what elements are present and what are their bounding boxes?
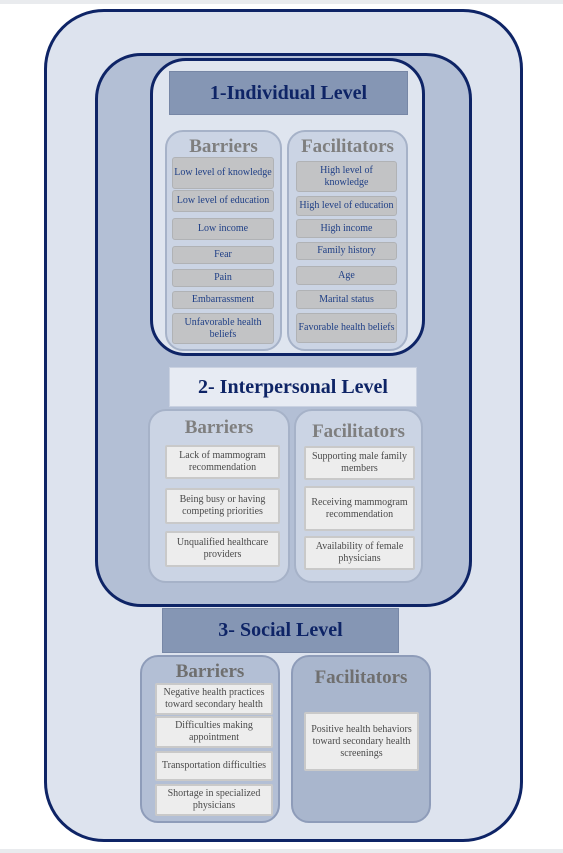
individual-facilitator-item: Age: [296, 266, 397, 285]
bottom-divider: [0, 849, 563, 853]
interpersonal-barriers-panel: Barriers Lack of mammogram recommendatio…: [148, 409, 290, 583]
top-divider: [0, 0, 563, 4]
individual-facilitators-heading: Facilitators: [301, 136, 394, 157]
individual-barrier-item: Low level of knowledge: [172, 157, 274, 189]
individual-facilitator-item: Family history: [296, 242, 397, 260]
social-barrier-item: Transportation difficulties: [155, 751, 273, 781]
interpersonal-facilitator-item: Supporting male family members: [304, 446, 415, 480]
social-barriers-panel: Barriers Negative health practices towar…: [140, 655, 280, 823]
interpersonal-barrier-item: Lack of mammogram recommendation: [165, 445, 280, 479]
individual-facilitator-item: High income: [296, 219, 397, 238]
interpersonal-level-title: 2- Interpersonal Level: [169, 367, 417, 407]
individual-facilitator-item: Marital status: [296, 290, 397, 309]
individual-level-title: 1-Individual Level: [169, 71, 408, 115]
individual-barriers-heading: Barriers: [189, 136, 258, 157]
individual-barrier-item: Low level of education: [172, 190, 274, 212]
interpersonal-barrier-item: Unqualified healthcare providers: [165, 531, 280, 567]
interpersonal-facilitator-item: Availability of female physicians: [304, 536, 415, 570]
interpersonal-barriers-heading: Barriers: [184, 417, 254, 438]
social-barriers-heading: Barriers: [175, 661, 245, 682]
individual-facilitator-item: Favorable health beliefs: [296, 313, 397, 343]
individual-barriers-panel: Barriers Low level of knowledge Low leve…: [165, 130, 282, 351]
individual-barrier-item: Low income: [172, 218, 274, 240]
social-barrier-item: Difficulties making appointment: [155, 716, 273, 748]
individual-barrier-item: Pain: [172, 269, 274, 287]
social-barrier-item: Negative health practices toward seconda…: [155, 683, 273, 715]
social-facilitators-heading: Facilitators: [314, 667, 408, 688]
individual-facilitators-panel: Facilitators High level of knowledge Hig…: [287, 130, 408, 351]
interpersonal-facilitator-item: Receiving mammogram recommendation: [304, 486, 415, 531]
social-level-title: 3- Social Level: [162, 608, 399, 653]
social-facilitators-panel: Facilitators Positive health behaviors t…: [291, 655, 431, 823]
individual-barrier-item: Fear: [172, 246, 274, 264]
individual-barrier-item: Unfavorable health beliefs: [172, 313, 274, 344]
interpersonal-facilitators-panel: Facilitators Supporting male family memb…: [294, 409, 423, 583]
social-facilitator-item: Positive health behaviors toward seconda…: [304, 712, 419, 771]
social-barrier-item: Shortage in specialized physicians: [155, 784, 273, 816]
individual-barrier-item: Embarrassment: [172, 291, 274, 309]
interpersonal-barrier-item: Being busy or having competing prioritie…: [165, 488, 280, 524]
interpersonal-facilitators-heading: Facilitators: [312, 421, 405, 442]
individual-facilitator-item: High level of knowledge: [296, 161, 397, 192]
individual-facilitator-item: High level of education: [296, 196, 397, 216]
